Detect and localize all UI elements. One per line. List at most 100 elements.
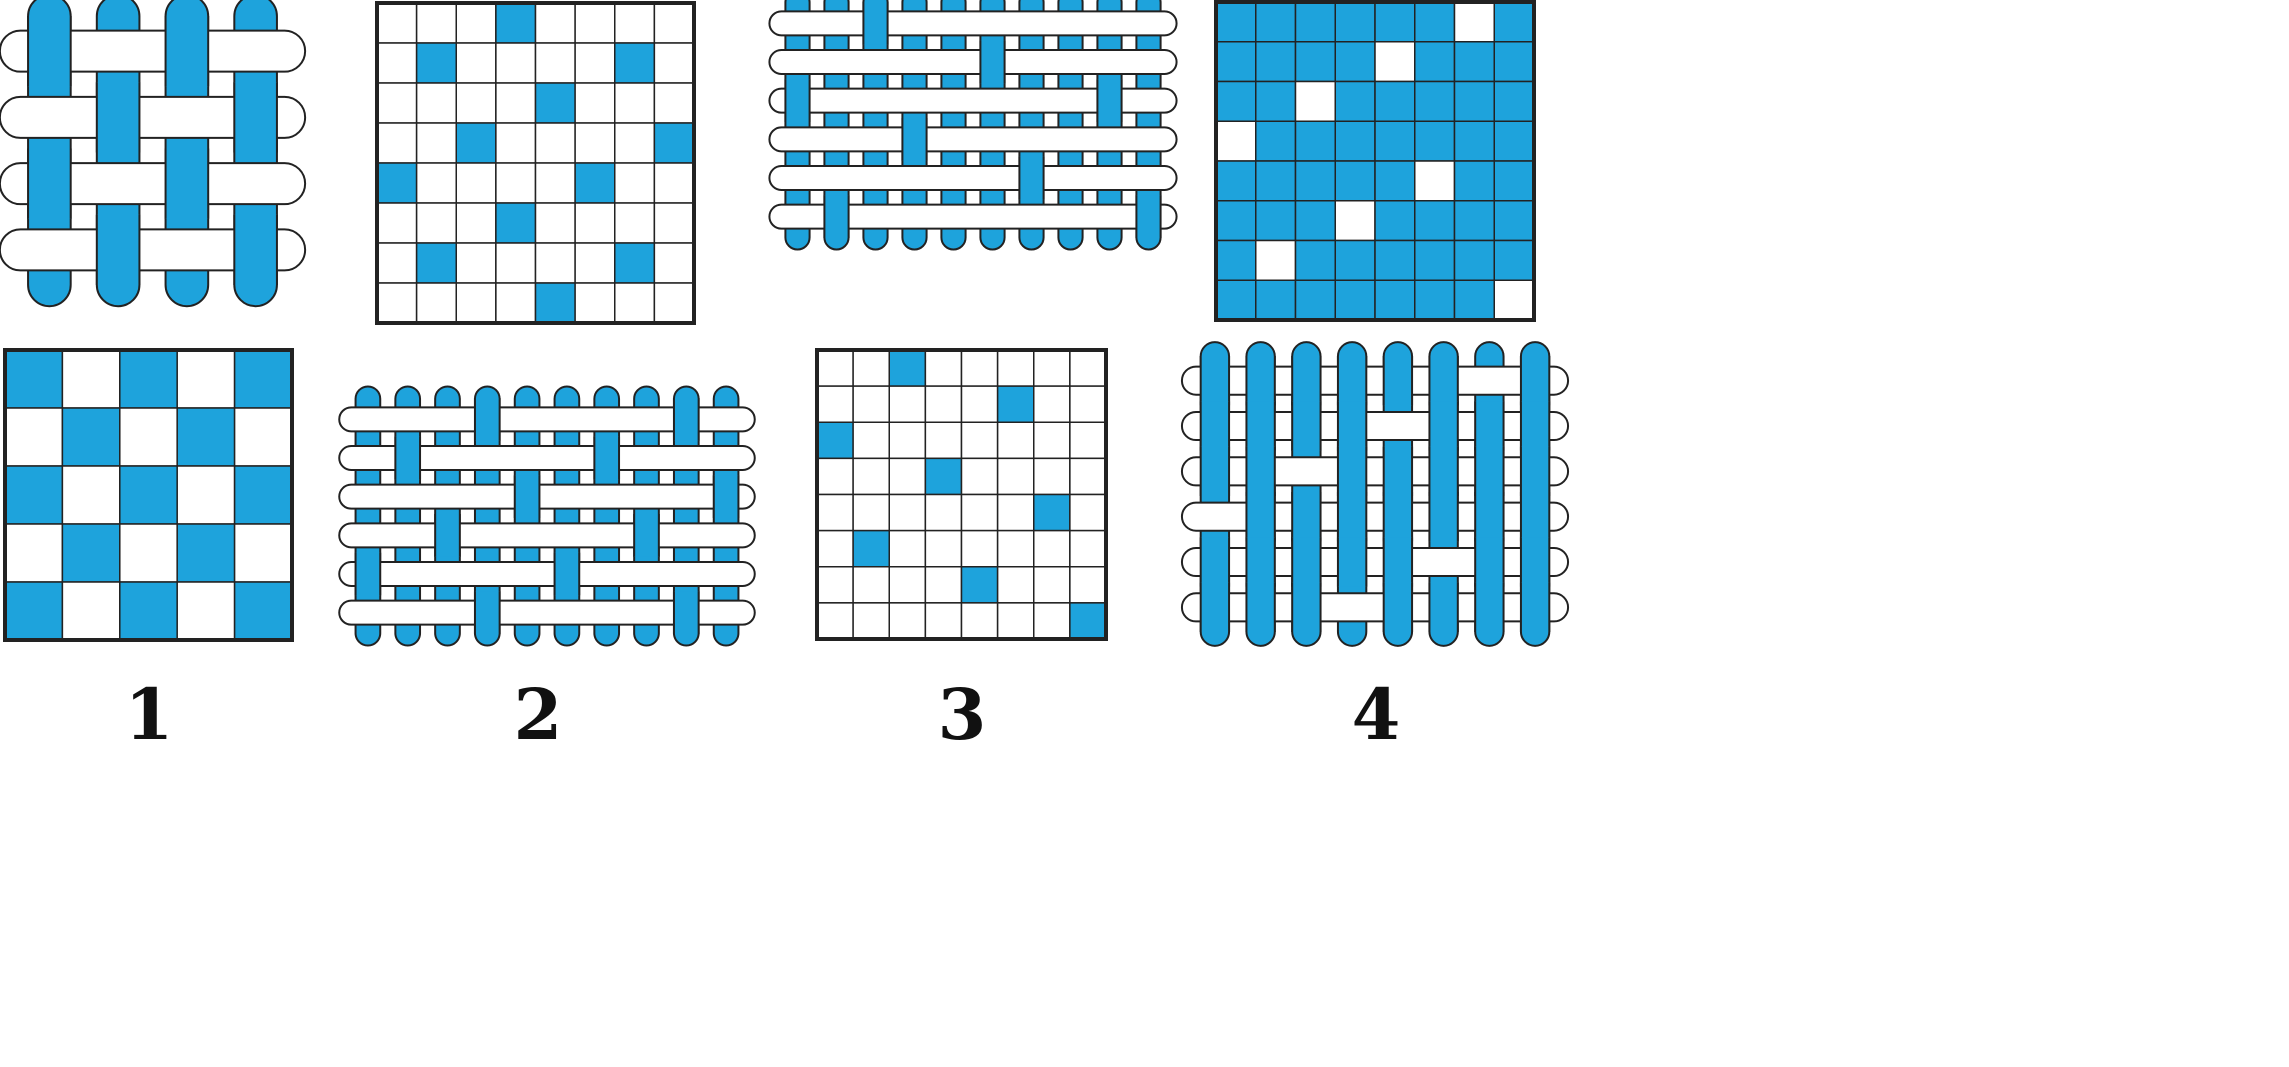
draft-cell-weft-up	[853, 458, 889, 494]
warp-float	[234, 215, 277, 285]
warp-float	[97, 215, 140, 285]
draft-cell-weft-up	[417, 3, 457, 43]
draft-cell-warp-up	[615, 43, 655, 83]
warp-float	[1429, 447, 1457, 496]
draft-cell-warp-up	[62, 408, 119, 466]
warp-float	[1338, 447, 1366, 496]
warp-float	[1384, 537, 1412, 586]
draft-cell-weft-up	[654, 163, 694, 203]
draft-cell-weft-up	[998, 422, 1034, 458]
warp-float	[475, 398, 500, 441]
warp-float	[1292, 583, 1320, 632]
draft-cell-weft-up	[654, 43, 694, 83]
draft-cell-weft-up	[377, 203, 417, 243]
draft-cell-warp-up	[1375, 201, 1415, 241]
warp-float	[1521, 356, 1549, 405]
draft-cell-weft-up	[575, 43, 615, 83]
draft-cell-warp-up	[1216, 201, 1256, 241]
draft-cell-weft-up	[5, 408, 62, 466]
draft-cell-warp-up	[1415, 121, 1455, 161]
warp-float	[1429, 583, 1457, 632]
warp-float	[714, 475, 739, 518]
draft-cell-warp-up	[1335, 82, 1375, 122]
weave-3-fabric	[778, 4, 1168, 236]
draft-cell-weft-up	[1070, 531, 1106, 567]
draft-cell-weft-up	[1070, 458, 1106, 494]
draft-cell-weft-up	[496, 83, 536, 123]
draft-cell-weft-up	[962, 386, 998, 422]
warp-float	[1338, 401, 1366, 450]
warp-float	[824, 195, 848, 238]
draft-cell-weft-up	[889, 567, 925, 603]
draft-cell-warp-up	[1415, 241, 1455, 281]
draft-cell-weft-up	[177, 582, 234, 640]
warp-float	[1292, 401, 1320, 450]
weave-4-draft	[1216, 2, 1534, 320]
draft-cell-weft-up	[575, 83, 615, 123]
draft-cell-weft-up	[853, 567, 889, 603]
draft-cell-weft-up	[417, 83, 457, 123]
draft-cell-weft-up	[417, 123, 457, 163]
draft-cell-weft-up	[417, 203, 457, 243]
draft-cell-weft-up	[1034, 422, 1070, 458]
draft-cell-weft-up	[925, 350, 961, 386]
draft-cell-weft-up	[456, 3, 496, 43]
draft-cell-weft-up	[889, 386, 925, 422]
warp-float	[515, 475, 540, 518]
draft-cell-weft-up	[853, 422, 889, 458]
draft-cell-warp-up	[853, 531, 889, 567]
warp-float	[1429, 492, 1457, 541]
draft-cell-warp-up	[1375, 241, 1415, 281]
draft-cell-weft-up	[654, 3, 694, 43]
draft-cell-warp-up	[1296, 42, 1336, 82]
draft-cell-warp-up	[615, 243, 655, 283]
draft-cell-weft-up	[1494, 280, 1534, 320]
draft-cell-warp-up	[1455, 121, 1495, 161]
draft-cell-weft-up	[998, 603, 1034, 639]
draft-cell-warp-up	[235, 582, 292, 640]
draft-cell-weft-up	[817, 386, 853, 422]
draft-cell-weft-up	[615, 203, 655, 243]
draft-cell-weft-up	[496, 163, 536, 203]
draft-cell-warp-up	[1034, 495, 1070, 531]
draft-cell-weft-up	[925, 386, 961, 422]
draft-cell-weft-up	[925, 531, 961, 567]
draft-cell-weft-up	[417, 283, 457, 323]
draft-cell-weft-up	[1034, 350, 1070, 386]
warp-float	[674, 398, 699, 441]
weft-thread	[769, 11, 1176, 35]
draft-cell-weft-up	[925, 567, 961, 603]
warp-float	[1475, 492, 1503, 541]
draft-cell-warp-up	[1335, 2, 1375, 42]
draft-cell-weft-up	[575, 3, 615, 43]
weave-1-fabric	[15, 18, 290, 283]
warp-float	[1521, 401, 1549, 450]
draft-cell-weft-up	[496, 243, 536, 283]
draft-cell-warp-up	[1375, 280, 1415, 320]
draft-cell-weft-up	[817, 458, 853, 494]
draft-cell-weft-up	[536, 243, 576, 283]
draft-cell-weft-up	[1034, 531, 1070, 567]
draft-cell-weft-up	[536, 43, 576, 83]
draft-cell-warp-up	[1455, 201, 1495, 241]
draft-cell-warp-up	[1494, 241, 1534, 281]
weft-thread	[769, 127, 1176, 151]
warp-float	[863, 2, 887, 45]
draft-cell-warp-up	[1256, 161, 1296, 201]
draft-cell-weft-up	[177, 466, 234, 524]
warp-float	[594, 437, 619, 480]
draft-cell-warp-up	[1256, 42, 1296, 82]
draft-cell-weft-up	[998, 458, 1034, 494]
draft-cell-weft-up	[962, 422, 998, 458]
draft-cell-weft-up	[817, 495, 853, 531]
draft-cell-warp-up	[1375, 2, 1415, 42]
weft-thread	[339, 523, 755, 547]
warp-float	[1246, 401, 1274, 450]
draft-cell-warp-up	[1494, 82, 1534, 122]
draft-cell-warp-up	[536, 83, 576, 123]
warp-float	[1338, 492, 1366, 541]
draft-cell-warp-up	[1415, 82, 1455, 122]
warp-float	[1429, 401, 1457, 450]
draft-cell-warp-up	[1455, 280, 1495, 320]
draft-cell-weft-up	[853, 350, 889, 386]
